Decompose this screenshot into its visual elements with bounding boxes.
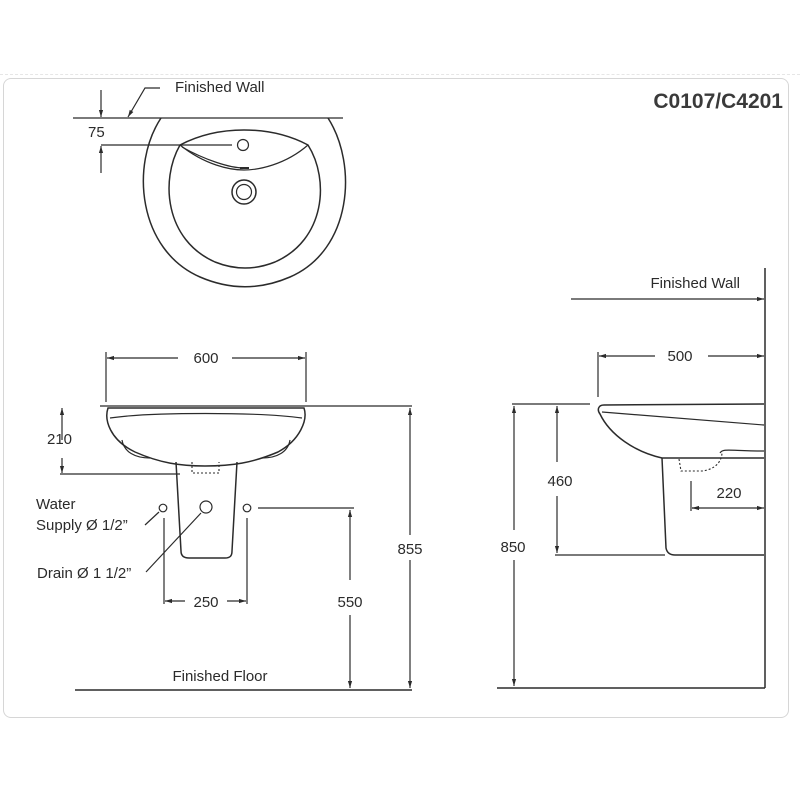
basin-side-profile bbox=[597, 403, 765, 459]
dim-75-label: 75 bbox=[88, 124, 105, 141]
front-view: 600 210 Water Supply Ø 1/2” Drain Ø 1 1/… bbox=[36, 350, 423, 691]
side-view: Finished Wall 500 460 220 850 bbox=[497, 268, 766, 689]
model-number: C0107/C4201 bbox=[653, 90, 783, 113]
side-wall-label: Finished Wall bbox=[651, 275, 740, 292]
tap-hole bbox=[236, 138, 250, 152]
top-view-wall-label: Finished Wall bbox=[175, 79, 264, 96]
pedestal-side bbox=[661, 457, 764, 556]
basin-outer-outline bbox=[142, 117, 347, 288]
drain-leader bbox=[145, 512, 202, 573]
page-top-rule bbox=[0, 74, 800, 75]
drain-outlet bbox=[199, 500, 213, 514]
dim-600-label: 600 bbox=[193, 350, 218, 367]
dim-550-label: 550 bbox=[337, 594, 362, 611]
basin-front-body bbox=[106, 407, 306, 467]
drain-outer-ring bbox=[231, 179, 257, 205]
basin-rim-curve bbox=[109, 412, 303, 419]
basin-right-lobe bbox=[261, 439, 291, 459]
dim-460-label: 460 bbox=[547, 473, 572, 490]
basin-side-overflow bbox=[719, 449, 765, 454]
dim-210-label: 210 bbox=[47, 431, 72, 448]
side-trap-hidden bbox=[678, 451, 723, 472]
water-supply-left bbox=[158, 503, 168, 513]
basin-deck-curve bbox=[179, 144, 309, 171]
front-floor-label: Finished Floor bbox=[172, 668, 267, 685]
drain-label: Drain Ø 1 1/2” bbox=[37, 565, 131, 582]
dim-855-label: 855 bbox=[397, 541, 422, 558]
top-view: Finished Wall 75 bbox=[73, 79, 347, 288]
water-supply-label-line2: Supply Ø 1/2” bbox=[36, 517, 128, 534]
supply-leader bbox=[144, 511, 160, 526]
basin-inner-bowl bbox=[168, 129, 322, 269]
drain-inner-ring bbox=[235, 183, 253, 201]
water-supply-right bbox=[242, 503, 252, 513]
basin-left-lobe bbox=[121, 439, 151, 459]
water-supply-label-line1: Water bbox=[36, 496, 75, 513]
trap-hidden-outline bbox=[191, 462, 220, 474]
basin-deck-curve-inner bbox=[181, 146, 245, 169]
drawing-frame bbox=[3, 78, 789, 718]
pedestal-front bbox=[175, 461, 238, 559]
basin-side-rim bbox=[601, 411, 765, 426]
wall-leader bbox=[127, 87, 160, 118]
dim-220-label: 220 bbox=[716, 485, 741, 502]
dim-850-label: 850 bbox=[500, 539, 525, 556]
dim-250-label: 250 bbox=[193, 594, 218, 611]
dim-500-label: 500 bbox=[667, 348, 692, 365]
